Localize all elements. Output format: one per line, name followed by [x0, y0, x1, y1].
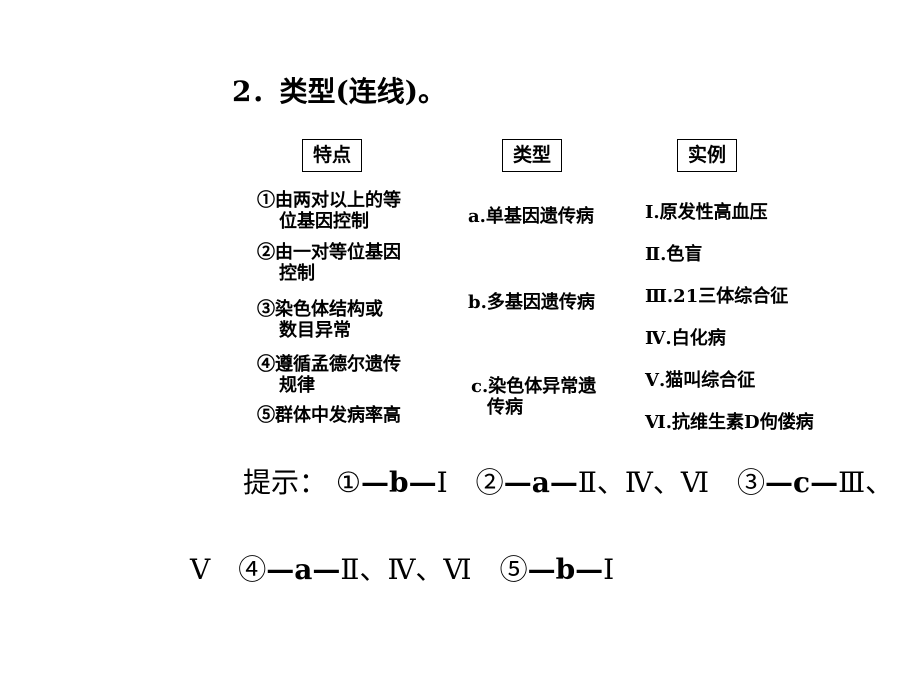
feature-item-1: ①由两对以上的等 位基因控制	[257, 190, 401, 232]
type-c-line2: 传病	[487, 397, 523, 418]
feature-4-line1: ④遵循孟德尔遗传	[257, 354, 401, 375]
hint-seg: —b—	[527, 553, 604, 586]
hint-seg: —a—	[266, 553, 341, 586]
hint-seg: Ⅰ	[436, 466, 476, 499]
example-item-2: Ⅱ.色盲	[645, 244, 703, 265]
hint-answer-line-1: ①—b—Ⅰ ②—a—Ⅱ、Ⅳ、Ⅵ ③—c—Ⅲ、	[327, 466, 893, 499]
hint-seg: —b—	[361, 466, 437, 499]
feature-3-line2: 数目异常	[279, 320, 351, 341]
header-types: 类型	[502, 139, 563, 172]
header-features: 特点	[302, 139, 363, 172]
feature-item-5: ⑤群体中发病率高	[257, 405, 401, 426]
example-item-3: Ⅲ.21三体综合征	[645, 286, 789, 307]
example-item-4: Ⅳ.白化病	[645, 328, 726, 349]
feature-item-2: ②由一对等位基因 控制	[257, 242, 401, 284]
hint-seg: ③	[737, 466, 766, 499]
type-item-a: a.单基因遗传病	[468, 206, 594, 227]
feature-2-line1: ②由一对等位基因	[257, 242, 401, 263]
hint-seg: Ⅱ、Ⅳ、Ⅵ	[340, 553, 500, 586]
hint-seg: Ⅱ、Ⅳ、Ⅵ	[577, 466, 738, 499]
feature-1-line1: ①由两对以上的等	[257, 190, 401, 211]
feature-item-4: ④遵循孟德尔遗传 规律	[257, 354, 401, 396]
hint-seg: —a—	[503, 466, 578, 499]
page-title: 2．类型(连线)。	[232, 75, 446, 108]
hint-line-1: 提示： ①—b—Ⅰ ②—a—Ⅱ、Ⅳ、Ⅵ ③—c—Ⅲ、	[243, 466, 893, 500]
type-item-c: c.染色体异常遗 传病	[471, 376, 596, 418]
feature-3-line1: ③染色体结构或	[257, 299, 383, 320]
example-item-6: Ⅵ.抗维生素D佝偻病	[645, 412, 814, 433]
hint-seg: —c—	[765, 466, 839, 499]
hint-seg: Ⅲ、	[838, 466, 894, 499]
feature-item-3: ③染色体结构或 数目异常	[257, 299, 383, 341]
example-item-1: Ⅰ.原发性高血压	[645, 202, 768, 223]
hint-line-2: Ⅴ ④—a—Ⅱ、Ⅳ、Ⅵ ⑤—b—Ⅰ	[190, 553, 614, 587]
header-examples: 实例	[677, 139, 738, 172]
feature-4-line2: 规律	[279, 375, 315, 396]
feature-1-line2: 位基因控制	[279, 211, 369, 232]
type-b-line1: b.多基因遗传病	[468, 292, 595, 313]
feature-5-line1: ⑤群体中发病率高	[257, 405, 401, 426]
hint-label: 提示：	[243, 466, 328, 499]
example-item-5: Ⅴ.猫叫综合征	[645, 370, 756, 391]
type-item-b: b.多基因遗传病	[468, 292, 595, 313]
hint-seg: Ⅰ	[603, 553, 615, 586]
hint-seg: ①	[335, 466, 362, 499]
hint-seg: ④	[238, 553, 267, 586]
feature-2-line2: 控制	[279, 263, 315, 284]
hint-seg: ②	[475, 466, 504, 499]
type-c-line1: c.染色体异常遗	[471, 376, 597, 397]
hint-seg: Ⅴ	[190, 553, 239, 586]
type-a-line1: a.单基因遗传病	[468, 206, 594, 227]
hint-seg: ⑤	[499, 553, 528, 586]
